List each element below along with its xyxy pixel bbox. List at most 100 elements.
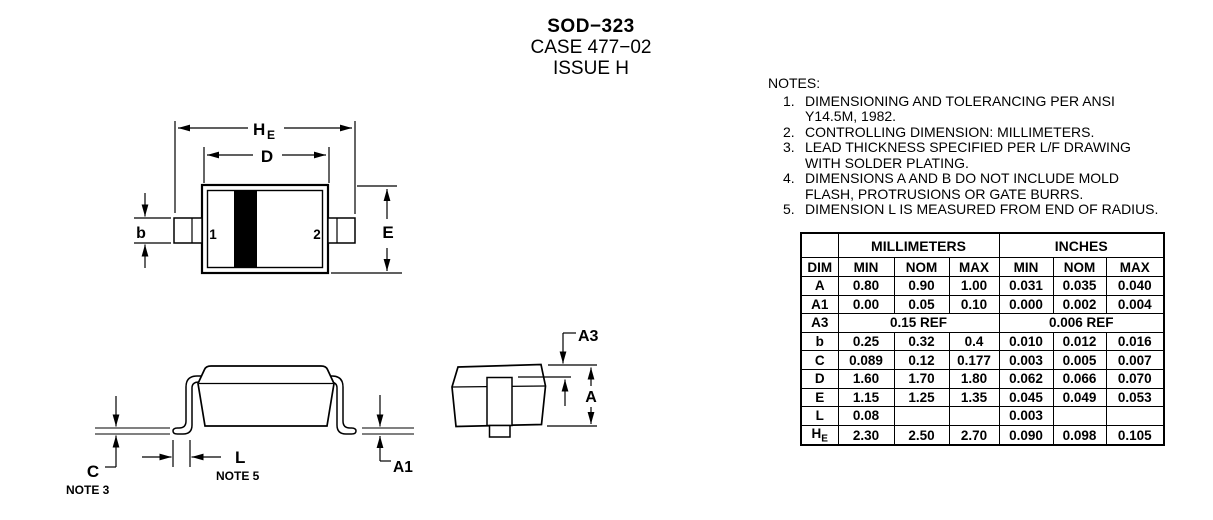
side-view-drawing: C NOTE 3 L NOTE 5 A1 [66,365,414,497]
package-body-top [200,183,330,275]
value-cell: 2.70 [948,424,1000,446]
note-number: 4. [783,170,795,186]
table-row-a1: A1 0.00 0.05 0.10 0.000 0.002 0.004 [800,294,1165,315]
value-cell: 0.90 [893,276,950,296]
note-line: CONTROLLING DIMENSION: MILLIMETERS. [805,123,1095,140]
note-number: 2. [783,123,795,140]
value-cell: 0.80 [837,276,895,296]
dim-label-c: C [87,462,99,481]
lead-tab-1 [173,217,203,244]
value-cell: 0.08 [837,406,895,426]
note-3: 3. LEAD THICKNESS SPECIFIED PER L/F DRAW… [768,139,1198,171]
dim-header: DIM [800,257,839,277]
note5-label: NOTE 5 [216,469,260,483]
max-header: MAX [948,257,1000,277]
dim-label-l: L [235,448,245,467]
value-cell: 0.007 [1105,350,1165,370]
value-cell: 0.012 [1052,331,1107,352]
note-number: 1. [783,92,795,109]
table-column-header-row: DIM MIN NOM MAX MIN NOM MAX [800,257,1165,277]
dim-cell: HE [800,424,839,446]
value-cell: 0.090 [998,424,1054,446]
value-cell: 0.045 [998,387,1054,408]
value-cell: 0.010 [998,331,1054,352]
value-cell: 0.10 [948,294,1000,315]
table-row-b: b 0.25 0.32 0.4 0.010 0.012 0.016 [800,331,1165,352]
value-cell: 0.089 [837,350,895,370]
value-cell: 0.00 [837,294,895,315]
dim-label-d: D [261,147,273,166]
dim-c [105,396,120,468]
value-cell: 0.25 [837,331,895,352]
dim-d [203,147,330,183]
value-cell: 0.016 [1105,331,1165,352]
dim-label-e: E [382,223,393,242]
note-line: DIMENSIONS A AND B DO NOT INCLUDE MOLD [805,170,1120,186]
dim-cell: A1 [800,294,839,315]
table-group-header-row: MILLIMETERS INCHES [800,232,1165,258]
ref-value-cell: 0.15 REF [837,313,1000,333]
value-cell: 0.066 [1052,368,1107,389]
value-cell: 0.005 [1052,350,1107,370]
min-header: MIN [998,257,1054,277]
dim-cell: L [800,406,839,426]
value-cell: 0.035 [1052,276,1107,296]
package-body-side [197,365,335,427]
value-cell: 0.05 [893,294,950,315]
dim-cell: E [800,387,839,408]
value-cell: 1.80 [948,368,1000,389]
value-cell: 0.098 [1052,424,1107,446]
dim-label-b: b [136,225,146,242]
lead-stub-below [488,424,511,438]
ref-value-cell: 0.006 REF [998,313,1165,333]
value-cell: 1.60 [837,368,895,389]
value-cell: 0.000 [998,294,1054,315]
value-cell: 0.070 [1105,368,1165,389]
end-view-drawing: A3 A [451,328,599,438]
package-name: SOD−323 [547,16,635,37]
nom-header: NOM [1052,257,1107,277]
value-cell: 0.105 [1105,424,1165,446]
note-line: FLASH, PROTRUSIONS OR GATE BURRS. [805,185,1084,202]
dim-cell: A3 [800,313,839,333]
title-block: SOD−323 CASE 477−02 ISSUE H [440,16,742,79]
left-lead [172,375,205,435]
note-1: 1. DIMENSIONING AND TOLERANCING PER ANSI… [768,92,1198,125]
right-lead [324,375,357,435]
dim-a1 [376,395,391,462]
dim-cell: C [800,350,839,370]
value-cell: 0.003 [998,406,1054,426]
package-body-inner-line [206,189,324,269]
value-cell: 2.50 [893,424,950,446]
value-cell [893,406,950,426]
value-cell: 0.031 [998,276,1054,296]
dimension-table: MILLIMETERS INCHES DIM MIN NOM MAX MIN N… [800,232,1165,447]
value-cell: 1.35 [948,387,1000,408]
dim-he [174,121,356,214]
dim-cell: D [800,368,839,389]
issue-revision: ISSUE H [552,58,630,79]
value-cell: 0.12 [893,350,950,370]
value-cell: 0.004 [1105,294,1165,315]
value-cell: 0.040 [1105,276,1165,296]
value-cell: 0.062 [998,368,1054,389]
top-view-drawing: H E D b E 1 2 [134,120,402,275]
table-row-c: C 0.089 0.12 0.177 0.003 0.005 0.007 [800,350,1165,370]
value-cell: 0.053 [1105,387,1165,408]
note-line: LEAD THICKNESS SPECIFIED PER L/F DRAWING [805,139,1131,155]
corner-cell [800,232,839,258]
note-line: WITH SOLDER PLATING. [805,154,969,171]
dim-a3 [518,332,576,406]
note-number: 5. [783,201,795,217]
value-cell: 0.32 [893,331,950,352]
value-cell: 0.003 [998,350,1054,370]
note3-label: NOTE 3 [66,483,110,497]
dim-label-a1: A1 [393,459,413,476]
table-row-e: E 1.15 1.25 1.35 0.045 0.049 0.053 [800,387,1165,408]
inches-header: INCHES [998,232,1165,258]
min-header: MIN [837,257,895,277]
dim-label-he-sub: E [267,128,275,142]
dim-label-he: H [253,120,265,139]
value-cell: 0.177 [948,350,1000,370]
